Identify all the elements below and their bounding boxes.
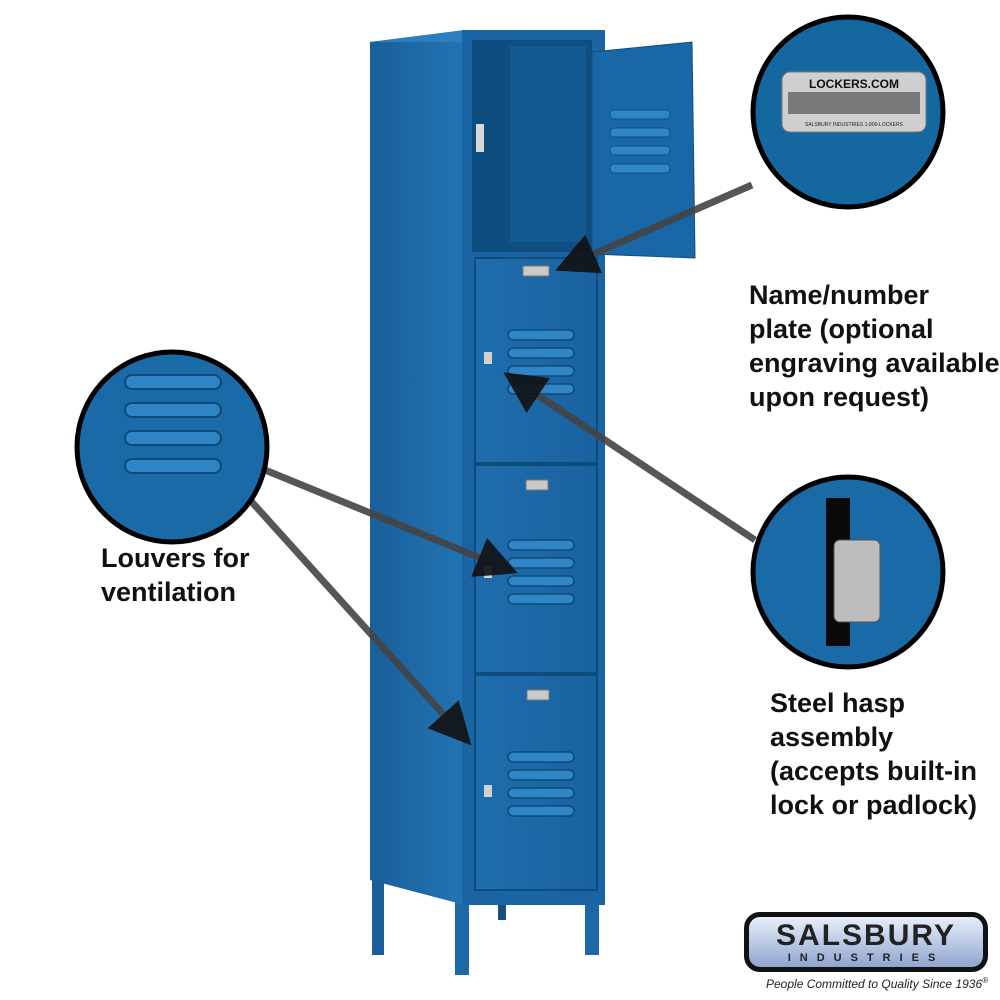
hasp [484, 785, 492, 797]
caption-line: Steel hasp [770, 688, 906, 718]
compartment-back [510, 46, 586, 242]
arrow-louvers-bottom [247, 497, 472, 746]
caption-line: (accepts built-in [770, 756, 978, 786]
caption-line: assembly [770, 722, 894, 752]
tagline-text: People Committed to Quality Since 1936 [766, 977, 983, 991]
number-plate [525, 479, 549, 491]
hasp-detail [750, 474, 946, 670]
louvers-detail [74, 349, 270, 545]
arrow-hasp [503, 372, 757, 543]
plate-subtext: SALSBURY INDUSTRIES 1-800-LOCKERS [805, 122, 904, 128]
number-plate [522, 265, 550, 277]
louvers-caption: Louvers for ventilation [101, 541, 250, 609]
hasp [484, 352, 492, 364]
plate-text: LOCKERS.COM [809, 77, 899, 91]
salsbury-logo: SALSBURY INDUSTRIES [744, 912, 988, 972]
locker-side [370, 30, 465, 905]
arrow-name-plate [555, 181, 754, 274]
locker-leg [498, 895, 506, 920]
logo-sub: INDUSTRIES [787, 952, 945, 964]
arrow-louvers-middle [263, 466, 518, 577]
number-plate [526, 689, 550, 701]
locker-leg [372, 860, 384, 955]
registered-mark: ® [982, 976, 989, 985]
name-plate-detail: LOCKERS.COM SALSBURY INDUSTRIES 1-800-LO… [750, 14, 946, 210]
caption-line: Name/number [749, 280, 930, 310]
hasp [484, 566, 492, 578]
locker-doors [474, 257, 598, 891]
hasp-caption: Steel hasp assembly (accepts built-in lo… [770, 686, 977, 822]
caption-line: engraving available [749, 348, 1000, 378]
caption-line: upon request) [749, 382, 929, 412]
caption-line: Louvers for [101, 543, 250, 573]
logo-brand: SALSBURY [776, 919, 956, 952]
hasp-open [476, 124, 484, 152]
caption-line: lock or padlock) [770, 790, 978, 820]
caption-line: ventilation [101, 577, 237, 607]
logo-tagline: People Committed to Quality Since 1936® [766, 976, 988, 991]
caption-line: plate (optional [749, 314, 934, 344]
name-plate-caption: Name/number plate (optional engraving av… [749, 278, 1000, 414]
